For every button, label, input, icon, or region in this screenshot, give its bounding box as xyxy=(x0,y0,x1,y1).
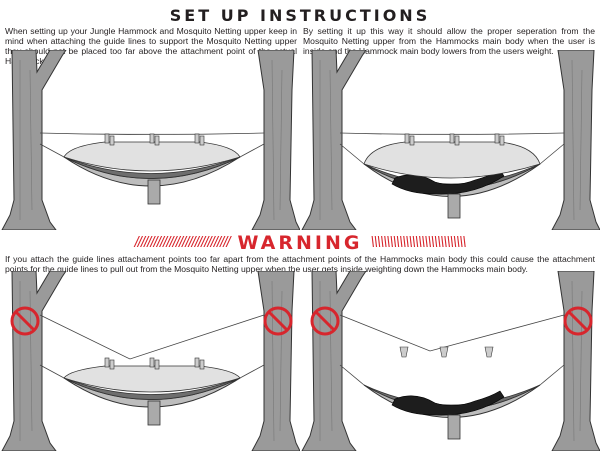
illustration-wrong-empty xyxy=(1,271,300,451)
illustration-correct-empty xyxy=(1,50,300,230)
net-clip xyxy=(154,359,160,370)
net-clip xyxy=(154,135,160,146)
prohibited-icon xyxy=(310,306,340,336)
page-title: SET UP INSTRUCTIONS xyxy=(169,6,431,25)
warning-slashes-left: ////////////////////////////// xyxy=(134,234,231,251)
mosquito-net xyxy=(63,365,241,393)
suspension-line xyxy=(339,143,565,165)
mosquito-net xyxy=(63,141,241,172)
net-clip xyxy=(149,133,155,144)
warning-slashes-right: \\\\\\\\\\\\\\\\\\\\\\\\\\\\\\ xyxy=(370,234,466,251)
left-tree-icon xyxy=(1,50,67,230)
net-clip xyxy=(194,357,200,368)
detached-net-clip xyxy=(399,346,409,358)
tree-bark-lines xyxy=(571,59,583,221)
illustration-wrong-occupied xyxy=(301,271,600,451)
warning-heading: ////////////////////////////// WARNING \\\… xyxy=(0,233,600,253)
guide-line xyxy=(339,314,565,352)
net-clip xyxy=(409,135,415,146)
stuff-sack xyxy=(447,193,461,219)
left-tree-icon xyxy=(301,50,367,230)
stuff-sack xyxy=(147,400,161,426)
left-tree-icon xyxy=(1,271,67,451)
suspension-line xyxy=(39,143,265,158)
stuff-sack xyxy=(447,414,461,440)
net-clip xyxy=(194,133,200,144)
prohibited-icon xyxy=(10,306,40,336)
mosquito-net xyxy=(363,141,541,179)
prohibited-icon xyxy=(563,306,593,336)
net-clip xyxy=(454,135,460,146)
suspension-line xyxy=(39,364,265,379)
left-tree-icon xyxy=(301,271,367,451)
net-clip xyxy=(104,133,110,144)
net-clip xyxy=(494,133,500,144)
net-clip xyxy=(104,357,110,368)
prohibited-slash xyxy=(567,310,589,332)
tree-bark-lines xyxy=(319,60,333,220)
detached-net-clip xyxy=(484,346,494,358)
prohibited-slash xyxy=(267,310,289,332)
net-clip xyxy=(109,359,115,370)
right-tree-icon xyxy=(551,50,600,230)
stuff-sack xyxy=(147,179,161,205)
right-tree-icon xyxy=(251,50,300,230)
right-tree-icon xyxy=(251,271,300,451)
person-icon xyxy=(391,390,505,416)
net-clip xyxy=(199,359,205,370)
warning-text: If you attach the guide lines attachamen… xyxy=(5,254,595,274)
detached-net-clip xyxy=(439,346,449,358)
prohibited-icon xyxy=(263,306,293,336)
net-clip xyxy=(499,135,505,146)
prohibited-slash xyxy=(14,310,36,332)
net-clip xyxy=(199,135,205,146)
tree-bark-lines xyxy=(271,59,283,221)
warning-label: WARNING xyxy=(237,232,363,254)
guide-line xyxy=(39,314,265,360)
prohibited-slash xyxy=(314,310,336,332)
instruction-right: By setting it up this way it should allo… xyxy=(303,26,595,56)
net-clip xyxy=(109,135,115,146)
suspension-line xyxy=(339,364,565,386)
tree-bark-lines xyxy=(19,60,33,220)
net-clip xyxy=(404,133,410,144)
net-clip xyxy=(149,357,155,368)
right-tree-icon xyxy=(551,271,600,451)
illustration-correct-occupied xyxy=(301,50,600,230)
net-clip xyxy=(449,133,455,144)
